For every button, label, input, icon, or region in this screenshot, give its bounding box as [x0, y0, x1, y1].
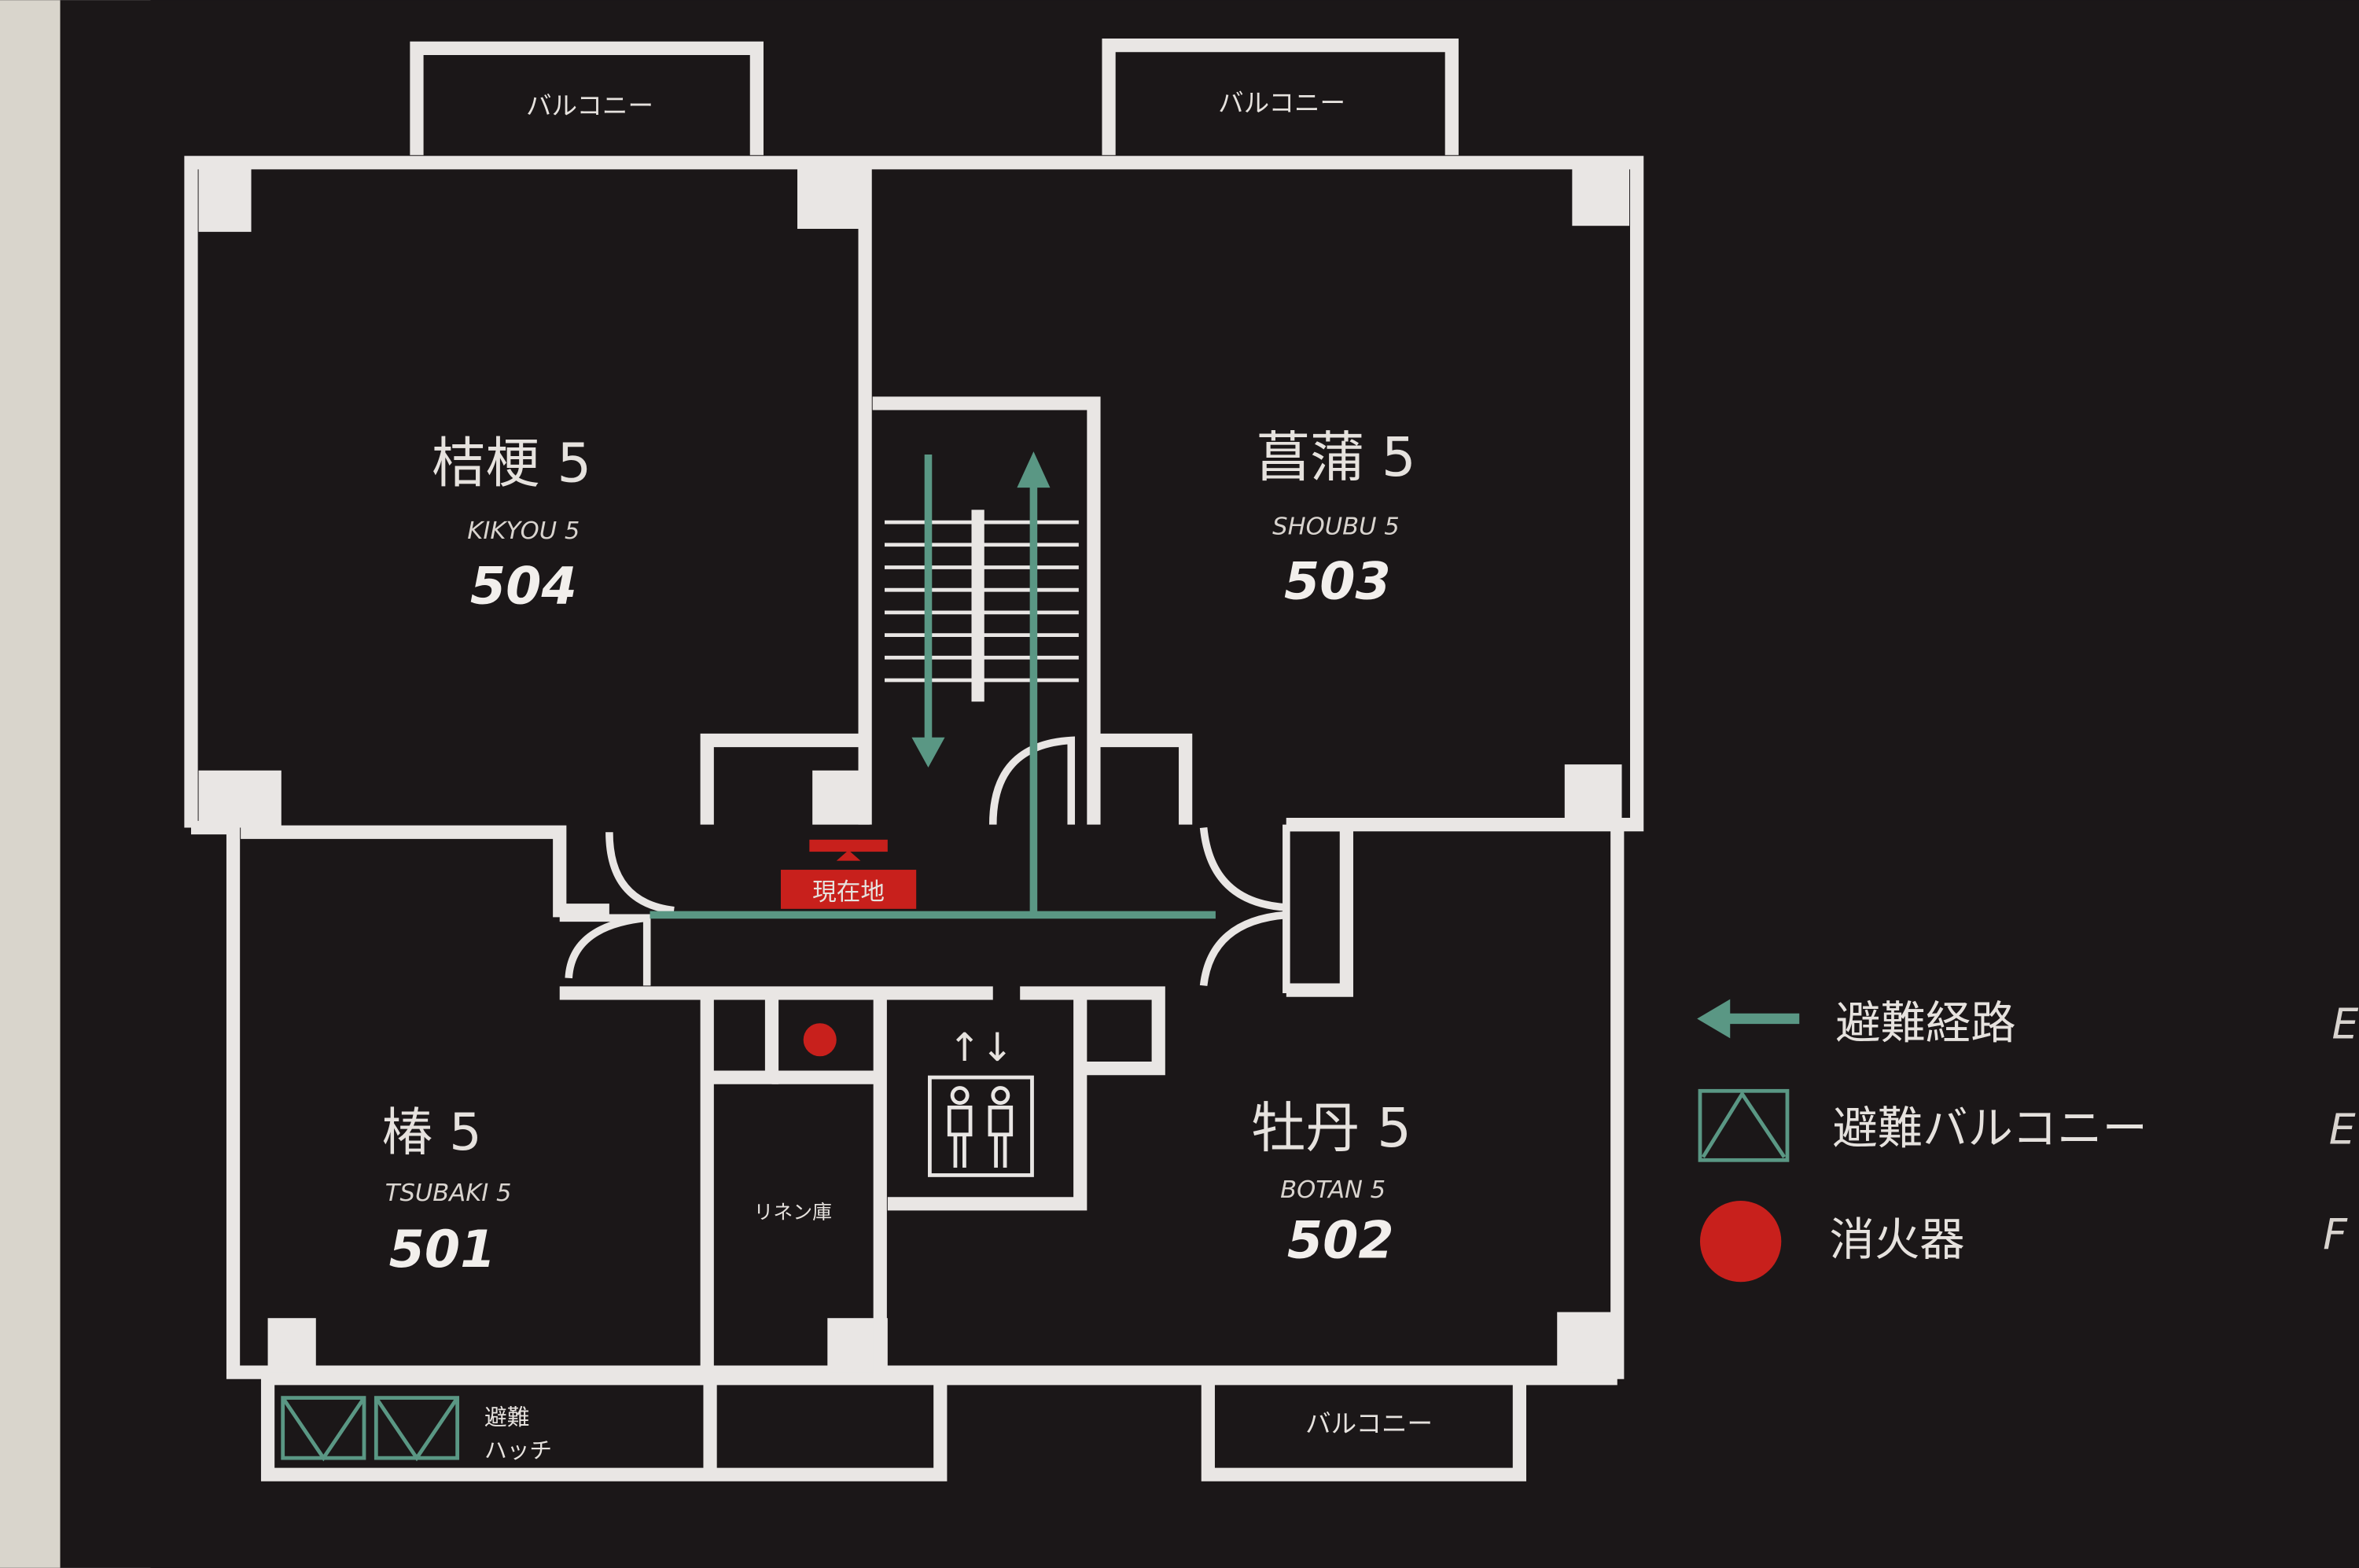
legend-evacuation-balcony: 避難バルコニー E: [1698, 1088, 2356, 1162]
room-name-jp: 桔梗 5: [432, 432, 591, 495]
balcony-top-right: バルコニー: [1102, 38, 1459, 156]
evacuation-arrow-icon: [1697, 999, 1731, 1039]
legend-english-partial: F: [2323, 1209, 2348, 1259]
evacuation-arrow-icon: [911, 737, 945, 767]
fire-extinguisher-icon: [1699, 1200, 1782, 1283]
room-name-roman: SHOUBU 5: [1272, 513, 1400, 540]
hatch-label-1: 避難: [484, 1404, 529, 1430]
room-501: 椿 5 TSUBAKI 5 501: [382, 1103, 512, 1279]
sign-board: [60, 0, 2359, 1568]
legend-label: 避難経路: [1835, 996, 2016, 1049]
room-name-roman: TSUBAKI 5: [385, 1180, 512, 1207]
legend-label: 避難バルコニー: [1832, 1102, 2147, 1154]
legend: 避難経路 E 避難バルコニー E 消火器 F: [1697, 996, 2359, 1283]
room-name-jp: 牡丹 5: [1252, 1097, 1411, 1160]
wallpaper: [0, 0, 61, 1568]
room-number: 502: [1287, 1212, 1394, 1271]
elevator-icon: ↑↓: [928, 1025, 1034, 1177]
evacuation-hatch-icon: [281, 1396, 460, 1462]
room-503: 菖蒲 5 SHOUBU 5 503: [1256, 426, 1415, 612]
balcony-label: バルコニー: [526, 91, 653, 121]
balcony-label: バルコニー: [1305, 1409, 1433, 1439]
linen-room-label: リネン庫: [754, 1201, 832, 1224]
room-name-jp: 椿 5: [382, 1103, 482, 1162]
interior-walls: [241, 168, 1617, 1373]
columns: [198, 168, 1630, 1373]
balcony-label: バルコニー: [1218, 88, 1345, 118]
evacuation-route: [650, 451, 1216, 919]
current-location-label: 現在地: [812, 878, 885, 906]
legend-evacuation-route: 避難経路 E: [1697, 996, 2359, 1049]
legend-english-partial: E: [2332, 999, 2359, 1048]
current-location-marker: 現在地: [780, 839, 917, 909]
balcony-top-left: バルコニー: [410, 41, 764, 156]
room-number: 503: [1284, 553, 1391, 612]
room-number: 504: [470, 557, 577, 616]
fire-extinguisher-icon: [803, 1023, 837, 1057]
evacuation-arrow-icon: [1017, 451, 1051, 488]
evacuation-balcony-icon: [1698, 1088, 1790, 1162]
room-number: 501: [389, 1220, 496, 1279]
legend-english-partial: E: [2329, 1104, 2356, 1154]
room-504: 桔梗 5 KIKYOU 5 504: [432, 432, 591, 616]
room-502: 牡丹 5 BOTAN 5 502: [1252, 1097, 1411, 1271]
elevator-arrows: ↑↓: [948, 1025, 1014, 1070]
room-name-roman: KIKYOU 5: [467, 517, 580, 545]
hatch-label-2: ハッチ: [484, 1437, 552, 1463]
room-name-jp: 菖蒲 5: [1256, 426, 1415, 489]
legend-label: 消火器: [1830, 1213, 1965, 1266]
stairs-icon: [885, 510, 1079, 702]
legend-fire-extinguisher: 消火器 F: [1699, 1200, 2348, 1283]
room-name-roman: BOTAN 5: [1280, 1176, 1386, 1204]
